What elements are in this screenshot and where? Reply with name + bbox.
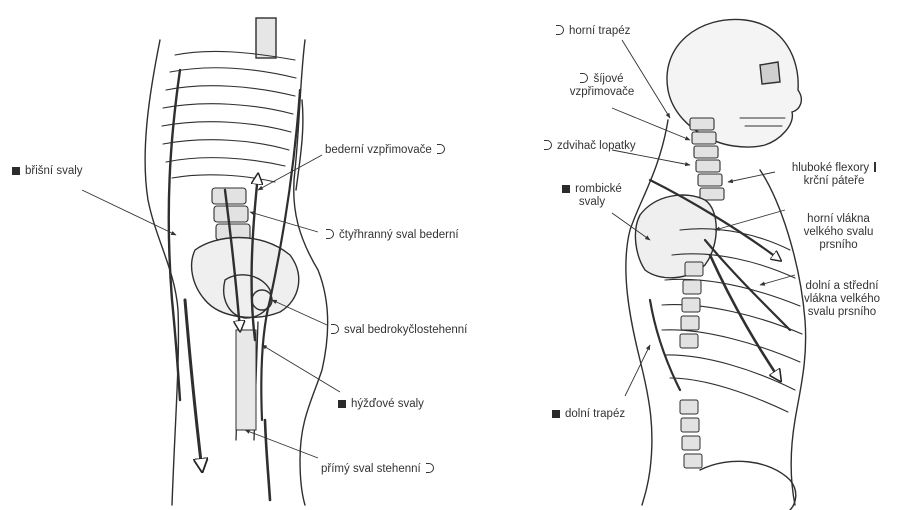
label-gluteal-muscles: hýžďové svaly xyxy=(338,398,424,411)
label-neck-erectors: šíjové vzpřimovače xyxy=(562,73,642,99)
label-levator-scapulae: zdvihač lopatky xyxy=(544,140,636,153)
label-upper-trapezius: horní trapéz xyxy=(556,25,630,38)
label-deep-neck-flexors: hluboké flexory krční páteře xyxy=(775,162,893,188)
half-circle-marker xyxy=(326,229,334,239)
filled-square-marker xyxy=(562,185,570,193)
right-body-figure xyxy=(626,19,806,510)
half-circle-marker xyxy=(580,73,588,83)
half-circle-marker xyxy=(331,324,339,334)
label-iliopsoas: sval bedrokyčlostehenní xyxy=(331,324,467,337)
half-circle-marker xyxy=(556,25,564,35)
label-quadratus-lumborum: čtyřhranný sval bederní xyxy=(326,229,459,242)
label-rectus-femoris: přímý sval stehenní xyxy=(321,463,434,476)
filled-square-marker xyxy=(552,410,560,418)
label-lumbar-erectors: bederní vzpřimovače xyxy=(325,144,445,157)
half-circle-marker xyxy=(426,463,434,473)
half-circle-marker xyxy=(544,140,552,150)
label-upper-pectoralis: horní vlákna velkého svalu prsního xyxy=(786,213,891,252)
bar-marker xyxy=(874,162,876,172)
filled-square-marker xyxy=(338,400,346,408)
half-circle-marker xyxy=(437,144,445,154)
label-lower-trapezius: dolní trapéz xyxy=(552,408,625,421)
left-body-figure xyxy=(145,18,327,505)
label-abdominal-muscles: břišní svaly xyxy=(12,165,83,178)
filled-square-marker xyxy=(12,167,20,175)
label-rhomboid-muscles: rombické svaly xyxy=(552,183,632,209)
label-lower-pectoralis: dolní a střední vlákna velkého svalu prs… xyxy=(790,280,894,319)
